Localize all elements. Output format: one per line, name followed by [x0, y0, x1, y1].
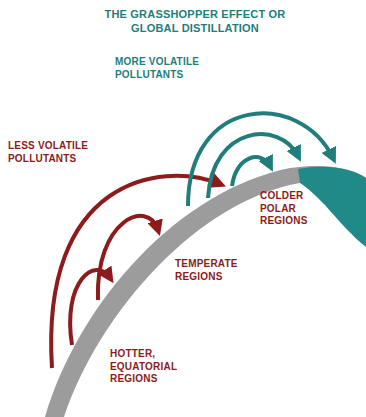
red-arrow: [98, 216, 158, 300]
region-label: COLDER POLAR REGIONS: [260, 190, 318, 228]
earth-band: [45, 166, 366, 417]
region-label: TEMPERATE REGIONS: [175, 258, 255, 283]
red-arrow: [70, 270, 110, 345]
diagram-title: THE GRASSHOPPER EFFECT OR GLOBAL DISTILL…: [95, 8, 295, 36]
pollutant-label: MORE VOLATILE POLLUTANTS: [115, 56, 215, 81]
pollutant-label: LESS VOLATILE POLLUTANTS: [8, 140, 108, 165]
teal-arrow: [232, 157, 270, 186]
region-label: HOTTER, EQUATORIAL REGIONS: [110, 348, 190, 386]
polar-region: [298, 167, 366, 247]
teal-arrow: [208, 134, 298, 198]
